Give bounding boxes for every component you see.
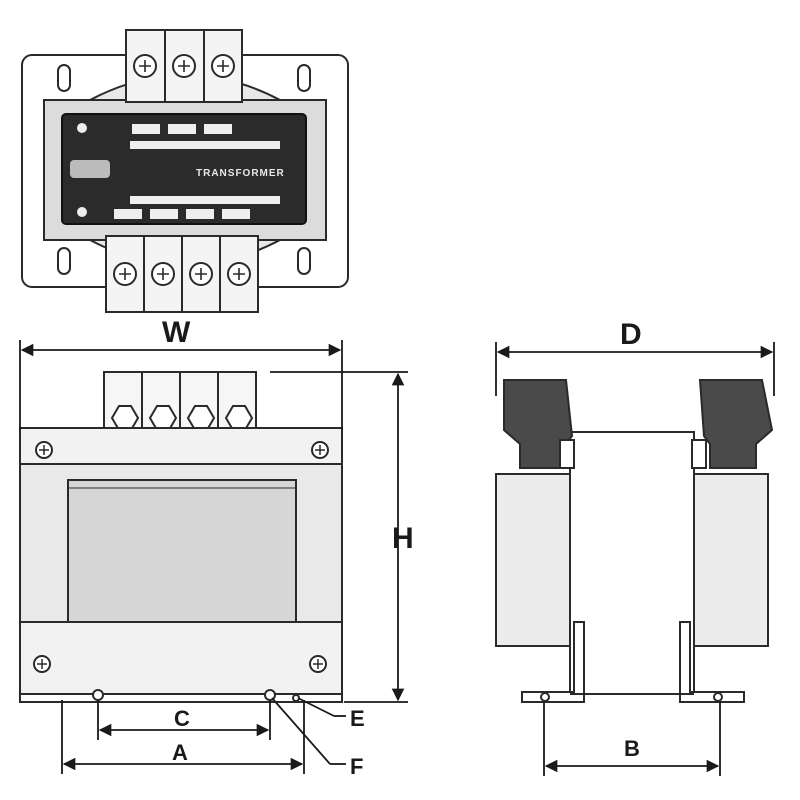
leader-f: [271, 697, 331, 765]
side-view: [495, 379, 774, 703]
label-h: H: [392, 522, 414, 555]
top-terminal-block: [125, 29, 243, 103]
plate-screw-icon: [77, 207, 87, 217]
dimension-lines: [19, 340, 775, 776]
label-e: E: [350, 706, 365, 731]
mount-slot-icon: [57, 64, 71, 92]
logo-icon: [70, 160, 110, 178]
leader-e: [297, 697, 335, 717]
label-a: A: [172, 740, 188, 765]
label-w: W: [162, 316, 191, 349]
mount-slot-icon: [297, 247, 311, 275]
label-b: B: [624, 736, 640, 761]
front-view: [19, 371, 343, 703]
label-f: F: [350, 754, 363, 779]
bottom-terminal-block: [105, 235, 259, 313]
nameplate-title: TRANSFORMER: [196, 168, 285, 179]
plate-screw-icon: [77, 123, 87, 133]
label-d: D: [620, 318, 642, 351]
mount-slot-icon: [57, 247, 71, 275]
label-c: C: [174, 706, 190, 731]
mount-slot-icon: [297, 64, 311, 92]
